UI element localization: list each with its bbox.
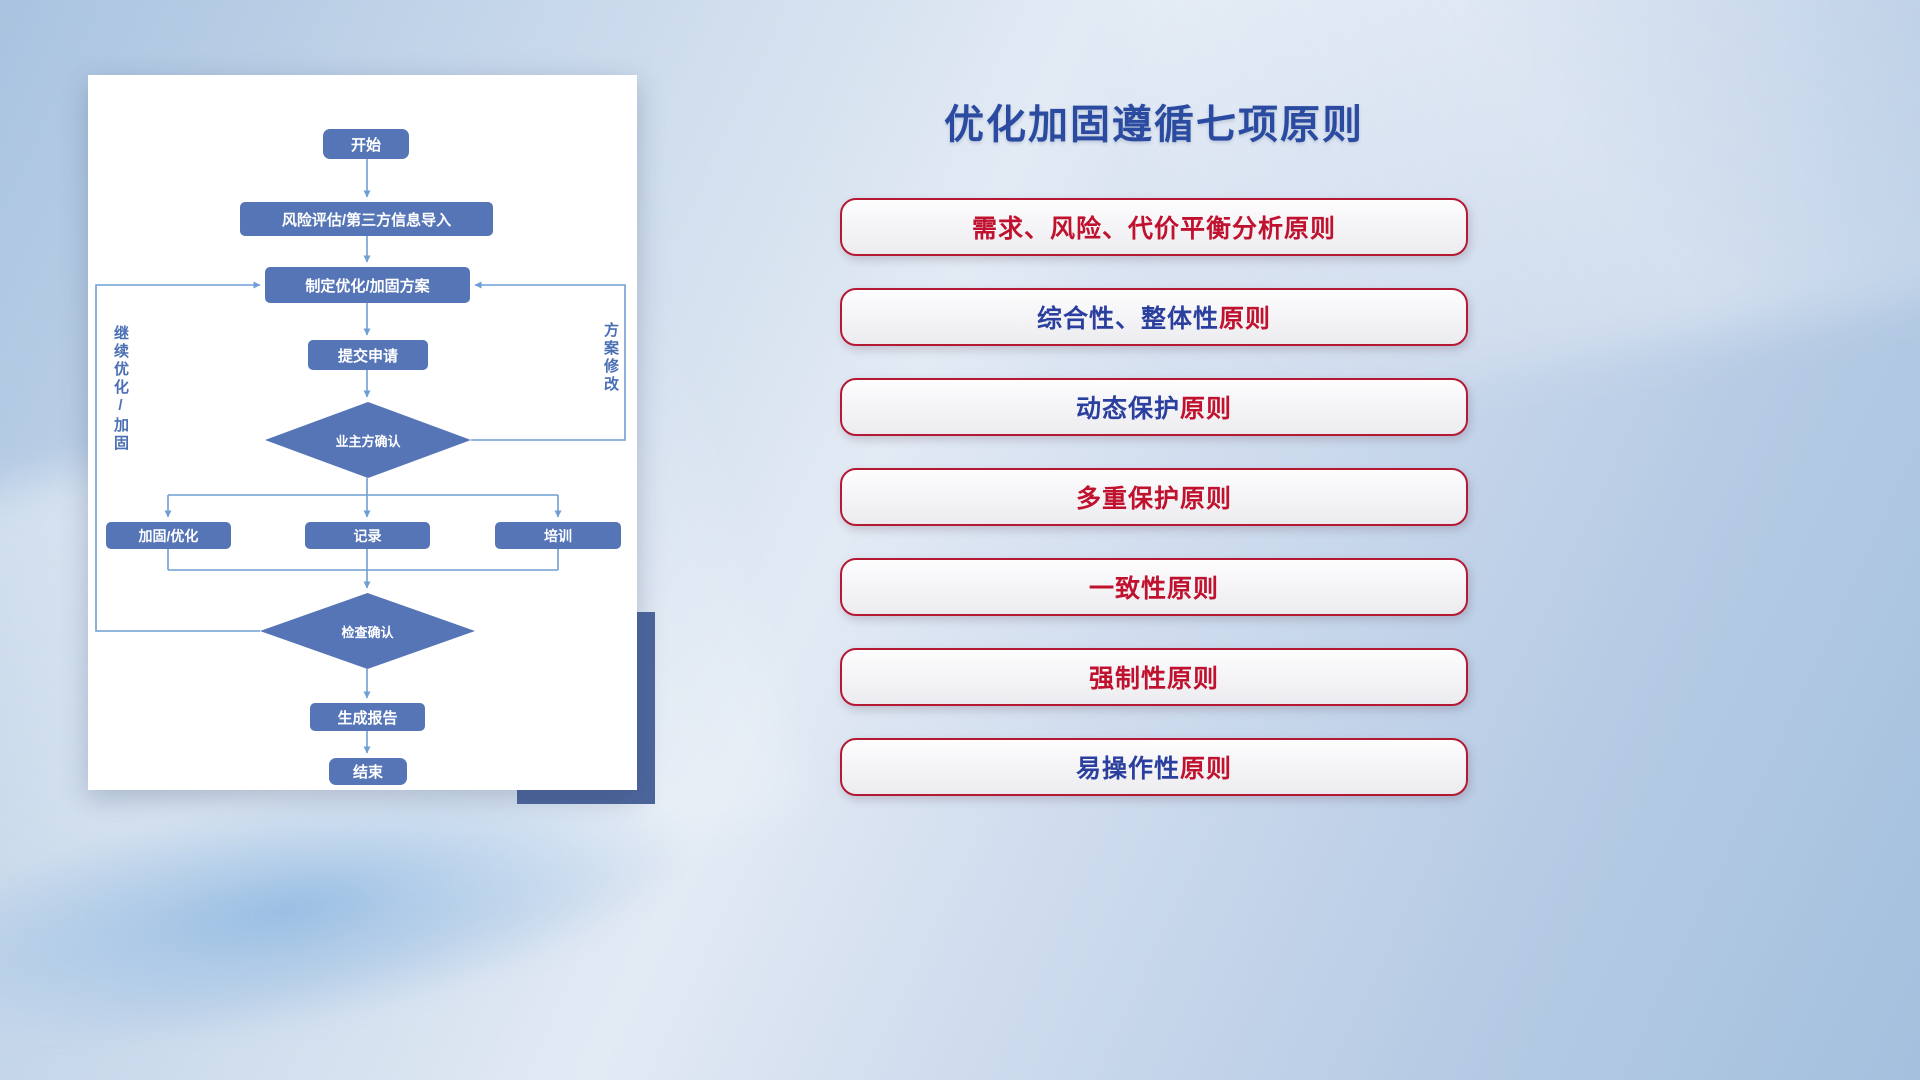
principles-list: 需求、风险、代价平衡分析原则 综合性、整体性原则 动态保护原则 多重保护原则 一…	[840, 198, 1468, 796]
flow-node-plan: 制定优化/加固方案	[265, 267, 470, 303]
flow-node-report: 生成报告	[310, 703, 425, 731]
principle-item: 易操作性原则	[840, 738, 1468, 796]
flow-node-submit: 提交申请	[308, 340, 428, 370]
flow-node-end: 结束	[329, 758, 407, 785]
principle-text-blue: 综合性、整体性	[1036, 305, 1219, 333]
principle-item: 强制性原则	[840, 648, 1468, 706]
flow-node-harden: 加固/优化	[106, 522, 231, 549]
left-loop-label: 继续优化/加固	[112, 325, 129, 453]
principle-text-red: 原则	[1180, 755, 1233, 783]
principle-text-red: 多重保护原则	[1075, 485, 1232, 513]
principle-item: 一致性原则	[840, 558, 1468, 616]
principle-item: 综合性、整体性原则	[840, 288, 1468, 346]
principle-text-red: 强制性原则	[1088, 665, 1219, 693]
principle-item: 多重保护原则	[840, 468, 1468, 526]
page-title: 优化加固遵循七项原则	[944, 103, 1364, 147]
principle-text-red: 原则	[1180, 395, 1233, 423]
right-loop-label: 方案修改	[602, 322, 619, 394]
flow-node-record: 记录	[305, 522, 430, 549]
flowchart-card: 开始 风险评估/第三方信息导入 制定优化/加固方案 提交申请 业主方确认 加固/…	[88, 75, 637, 790]
principle-text-red: 一致性原则	[1088, 575, 1219, 603]
flowchart-connectors	[95, 159, 626, 754]
flow-node-risk-import: 风险评估/第三方信息导入	[240, 202, 493, 236]
flow-node-training: 培训	[495, 522, 621, 549]
principle-text-red: 需求、风险、代价平衡分析原则	[971, 215, 1336, 243]
principle-text-blue: 动态保护	[1075, 395, 1180, 423]
principle-text-blue: 易操作性	[1075, 755, 1180, 783]
principle-item: 需求、风险、代价平衡分析原则	[840, 198, 1468, 256]
flow-node-start: 开始	[323, 129, 409, 159]
principle-text-red: 原则	[1219, 305, 1272, 333]
principle-item: 动态保护原则	[840, 378, 1468, 436]
